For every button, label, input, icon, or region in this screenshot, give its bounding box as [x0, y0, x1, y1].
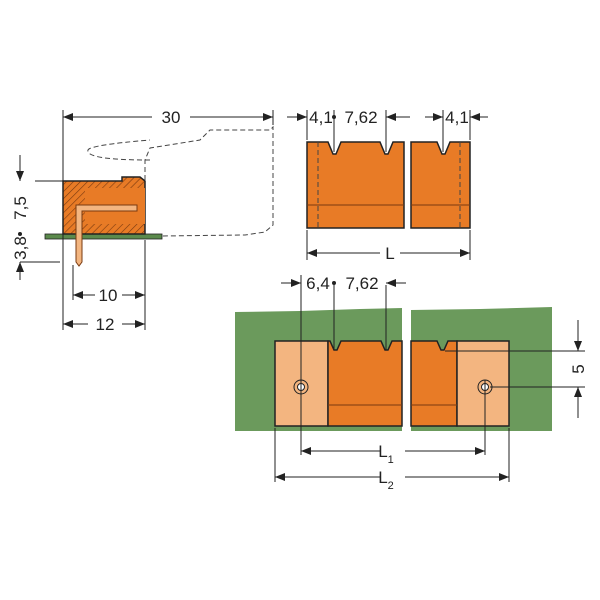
housing-left-mounted: [327, 340, 403, 427]
dim-4-1-left: 4,1: [309, 108, 333, 127]
dim-L1: L1: [378, 442, 394, 466]
dim-7-5: 7,5: [11, 196, 30, 220]
pin: [75, 204, 138, 267]
top-view: 4,1 7,62 4,1 L: [287, 108, 488, 263]
dim-12: 12: [96, 315, 115, 334]
flange-right: [456, 340, 510, 427]
housing-left: [306, 141, 405, 229]
mating-plug-outline: [144, 125, 274, 237]
dim-4-1-right: 4,1: [445, 108, 469, 127]
dim-7-62-mounted: 7,62: [345, 274, 378, 293]
dim-10: 10: [99, 286, 118, 305]
dim-7-62: 7,62: [344, 108, 377, 127]
dim-6-4: 6,4: [306, 274, 330, 293]
housing-right: [410, 141, 471, 229]
side-view: 30 7,5 3,8 10 12: [11, 108, 274, 334]
dim-3-8: 3,8: [11, 236, 30, 260]
dim-L: L: [385, 244, 394, 263]
mounted-view: 6,4 7,62 5 L1 L2: [235, 274, 588, 492]
dim-L2: L2: [378, 468, 394, 492]
dim-30: 30: [162, 108, 181, 127]
dim-5: 5: [569, 364, 588, 373]
housing-right-mounted: [410, 340, 458, 427]
